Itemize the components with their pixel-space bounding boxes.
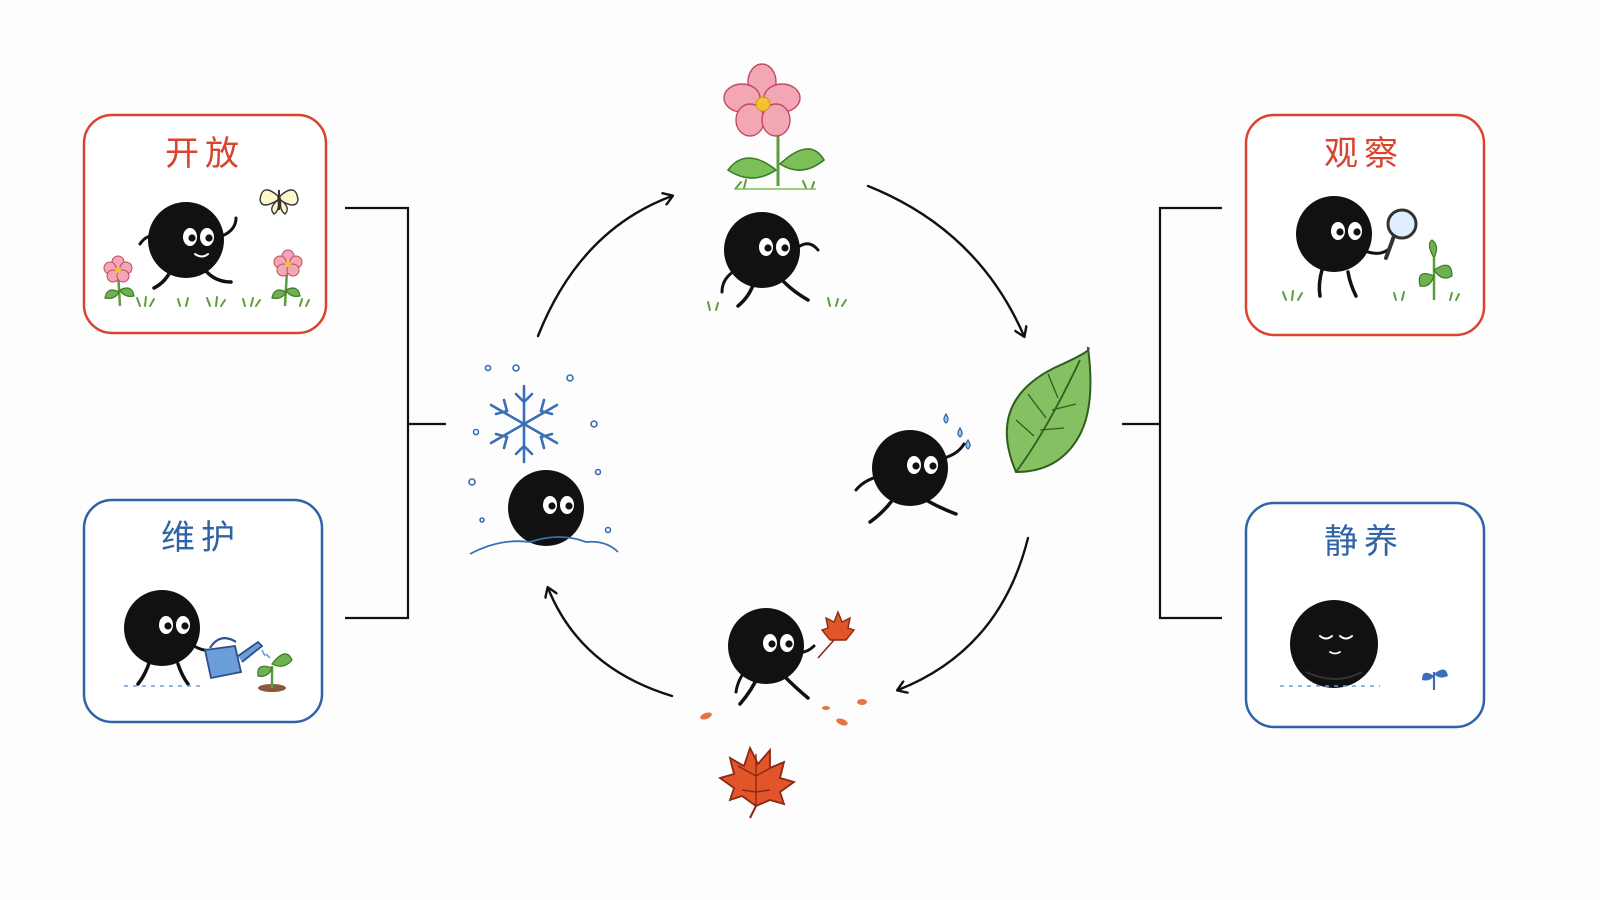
sprout-icon <box>1418 239 1453 300</box>
leaf-icon <box>1005 346 1092 474</box>
arrow-winter-to-spring <box>536 196 672 338</box>
card-maintain-title: 维护 <box>161 518 241 558</box>
watering-can-icon <box>203 637 271 680</box>
card-rest-title: 静养 <box>1324 522 1404 562</box>
arrow-summer-to-autumn <box>898 536 1030 690</box>
card-open-title: 开放 <box>165 134 245 174</box>
falling-leaves <box>700 699 867 726</box>
grass-icon <box>707 297 847 311</box>
flower-icon <box>103 255 135 307</box>
arrow-autumn-to-winter <box>548 588 674 698</box>
summer-character <box>854 412 971 524</box>
magnifying-glass-icon <box>1384 208 1418 260</box>
maple-leaf-icon <box>817 610 856 659</box>
card-rest-character <box>1290 600 1378 688</box>
cycle-arrows <box>536 184 1030 698</box>
stage-spring <box>707 63 847 311</box>
sprout-icon <box>1422 669 1448 690</box>
left-bracket-connector <box>345 206 446 620</box>
sweat-drops <box>943 412 971 450</box>
snow-mound <box>469 536 619 555</box>
card-rest: 静养 <box>1244 501 1486 729</box>
spring-character <box>720 212 820 308</box>
flower-icon <box>723 63 826 190</box>
butterfly-icon <box>259 189 299 215</box>
right-bracket-connector <box>1122 206 1222 620</box>
snow-dots <box>468 364 612 534</box>
card-maintain: 维护 <box>82 498 324 724</box>
grass-icon <box>136 296 310 307</box>
sprout-icon <box>257 653 293 692</box>
grass-icon <box>1282 290 1460 301</box>
stage-winter <box>468 364 619 555</box>
card-open-character <box>138 202 238 290</box>
autumn-character <box>728 608 816 706</box>
card-observe: 观察 <box>1244 113 1486 337</box>
flower-icon <box>271 249 303 307</box>
stage-autumn <box>700 608 867 819</box>
arrow-spring-to-summer <box>866 184 1024 336</box>
winter-character <box>508 470 584 546</box>
snowflake-icon <box>489 384 559 464</box>
card-observe-title: 观察 <box>1324 134 1404 174</box>
card-open: 开放 <box>82 113 328 335</box>
stage-summer <box>854 346 1092 524</box>
maple-leaf-icon <box>717 745 797 819</box>
